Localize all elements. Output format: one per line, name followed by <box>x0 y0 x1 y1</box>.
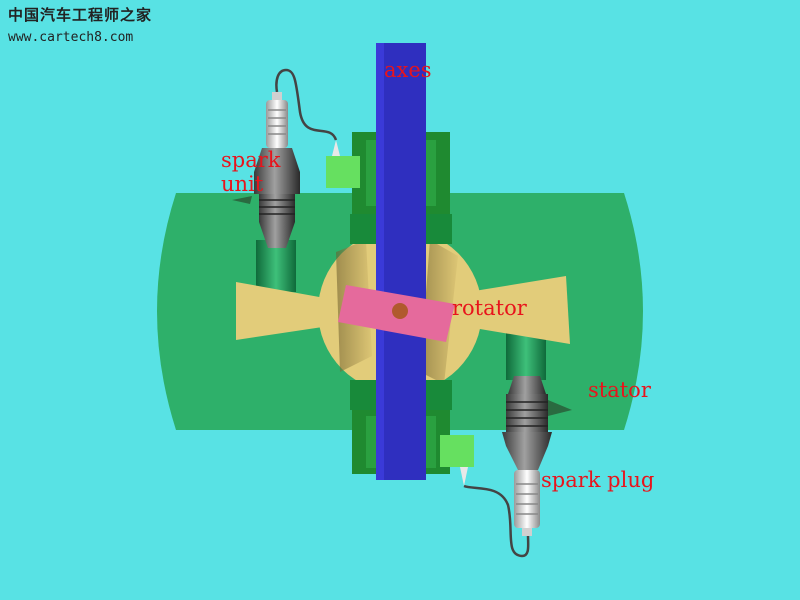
watermark-url: www.cartech8.com <box>8 30 134 45</box>
left-blade <box>236 282 336 340</box>
left-spark-plug <box>254 92 300 248</box>
right-blade <box>462 276 570 344</box>
spark-unit-pointer <box>232 196 252 204</box>
label-spark-unit: spark unit <box>221 148 281 196</box>
stator-pointer <box>548 400 572 416</box>
label-rotator: rotator <box>452 296 527 320</box>
lower-terminal-block <box>440 435 474 467</box>
right-spark-plug <box>502 376 552 536</box>
left-plug-bore <box>256 240 296 292</box>
watermark-site-name: 中国汽车工程师之家 <box>8 6 153 24</box>
rotator-pivot <box>392 303 408 319</box>
label-spark-plug: spark plug <box>541 468 655 492</box>
upper-terminal-tip <box>332 140 340 156</box>
axle <box>376 43 426 480</box>
upper-wire <box>275 68 338 141</box>
axle-highlight <box>376 43 384 480</box>
lower-terminal-tip <box>460 467 468 486</box>
label-axes: axes <box>384 58 432 82</box>
upper-terminal-block <box>326 156 360 188</box>
label-stator: stator <box>588 378 651 402</box>
lower-wire <box>463 484 530 558</box>
